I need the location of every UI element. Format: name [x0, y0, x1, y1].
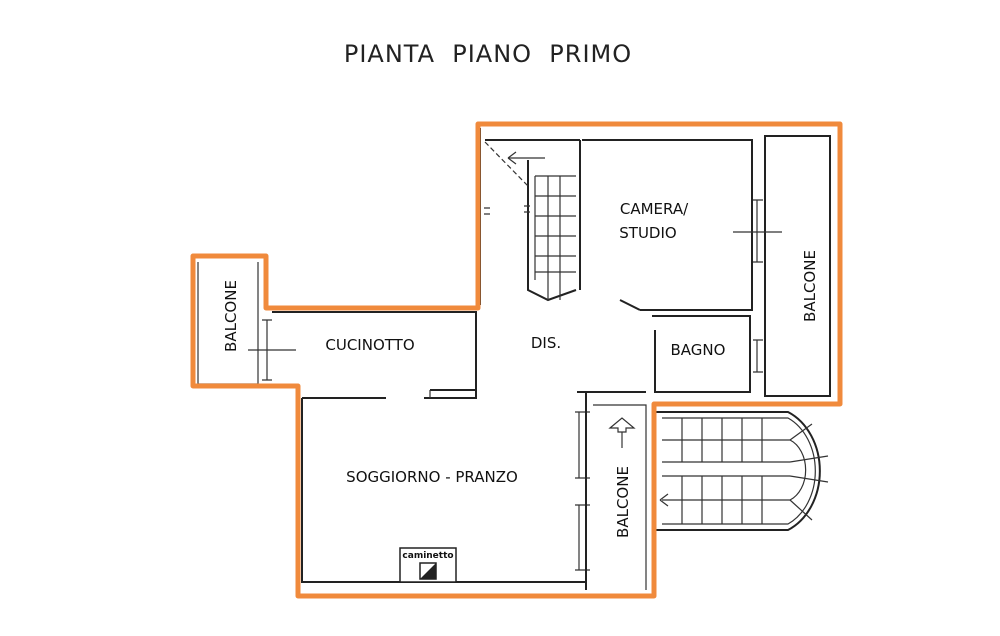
room-label-bagno: BAGNO: [671, 341, 726, 359]
room-label-studio: STUDIO: [619, 224, 676, 242]
room-label-balcone-right: BALCONE: [801, 250, 819, 322]
fireplace-label: caminetto: [402, 551, 453, 561]
fireplace: [399, 547, 457, 583]
room-label-cucinotto: CUCINOTTO: [325, 336, 414, 354]
room-label-soggiorno: SOGGIORNO - PRANZO: [346, 468, 518, 486]
room-label-camera: CAMERA/: [620, 200, 689, 218]
plan-title: PIANTA PIANO PRIMO: [344, 40, 632, 68]
room-label-balcone-bottom: BALCONE: [614, 466, 632, 538]
wall-structure: [197, 128, 831, 590]
internal-staircase: [484, 141, 577, 302]
external-staircase: [656, 411, 829, 531]
property-boundary: [190, 121, 843, 599]
room-label-balcone-left: BALCONE: [222, 280, 240, 352]
room-label-dis: DIS.: [531, 334, 561, 352]
